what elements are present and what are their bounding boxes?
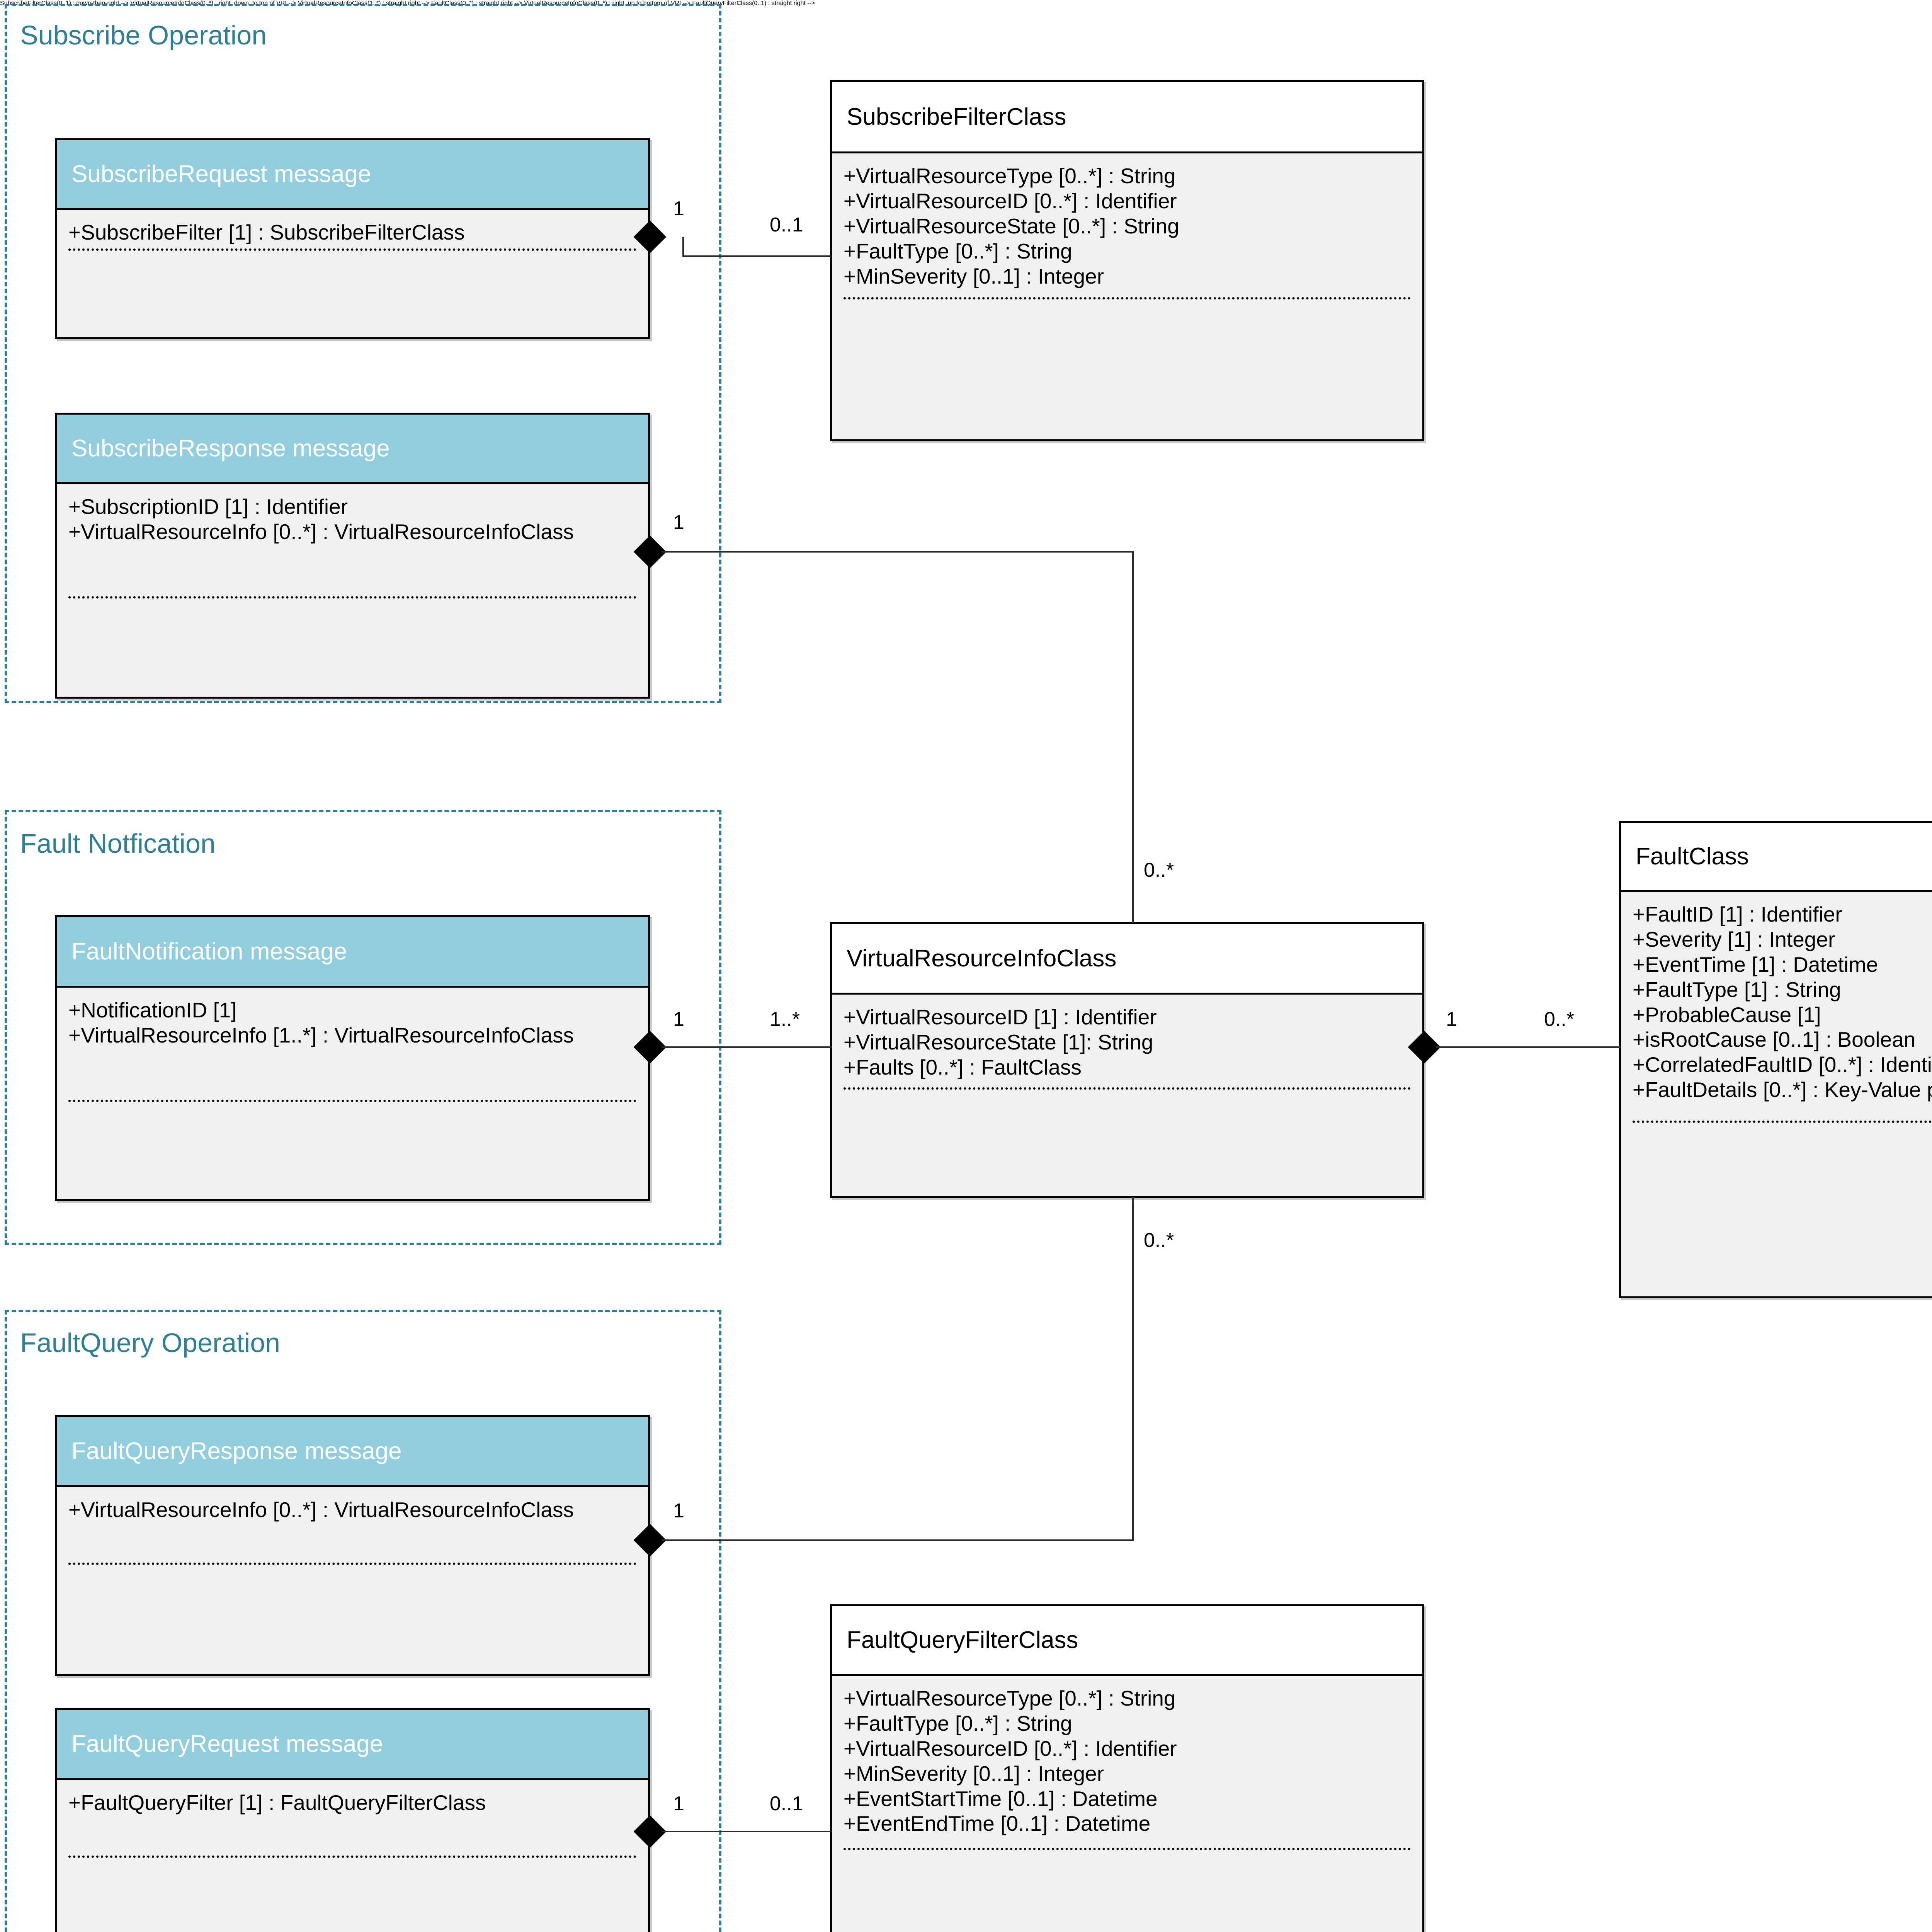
box-body-fault-class: +FaultID [1] : Identifier +Severity [1] …	[1621, 892, 1932, 1296]
attribute-row: +FaultType [1] : String	[1633, 977, 1841, 1002]
box-body-fault-notification-message: +NotificationID [1] +VirtualResourceInfo…	[57, 988, 648, 1199]
multiplicity-label-subscribe-request: 1	[673, 197, 684, 220]
connector-subscribe-response-vri-vertical	[1132, 551, 1134, 923]
attribute-row: +EventEndTime [0..1] : Datetime	[844, 1811, 1151, 1836]
box-subscribe-response[interactable]: SubscribeResponse message +SubscriptionI…	[55, 413, 650, 699]
region-fault-notification	[5, 810, 721, 1245]
compartment-separator	[68, 596, 636, 599]
attribute-row: +VirtualResourceID [1] : Identifier	[844, 1005, 1157, 1029]
multiplicity-label-fault-class: 0..*	[1544, 1008, 1575, 1031]
box-fault-class[interactable]: FaultClass +FaultID [1] : Identifier +Se…	[1619, 821, 1932, 1298]
box-title-subscribe-filter-class: SubscribeFilterClass	[832, 82, 1422, 153]
box-title-fault-class: FaultClass	[1621, 823, 1932, 892]
attribute-row: +isRootCause [0..1] : Boolean	[1633, 1027, 1916, 1052]
multiplicity-label-vri-to-fault: 1	[1446, 1008, 1457, 1031]
connector-subscribe-request-filter-vertical	[682, 237, 684, 256]
multiplicity-label-vri-from-fault-query: 0..*	[1144, 1229, 1174, 1252]
attribute-row: +FaultDetails [0..*] : Key-Value pairs	[1633, 1078, 1932, 1102]
box-body-subscribe-request: +SubscribeFilter [1] : SubscribeFilterCl…	[57, 210, 648, 337]
region-title-subscribe-operation: Subscribe Operation	[20, 20, 267, 50]
box-title-fault-query-request: FaultQueryRequest message	[57, 1710, 648, 1780]
box-body-subscribe-response: +SubscriptionID [1] : Identifier +Virtua…	[57, 484, 648, 697]
attribute-row: +EventStartTime [0..1] : Datetime	[844, 1786, 1158, 1811]
box-fault-notification-message[interactable]: FaultNotification message +NotificationI…	[55, 915, 650, 1201]
multiplicity-label-fault-query-request: 1	[673, 1793, 684, 1815]
connector-subscribe-response-vri-horizontal	[662, 551, 1134, 553]
region-fault-query-operation	[5, 1310, 721, 1932]
box-title-fault-notification-message: FaultNotification message	[57, 917, 648, 988]
multiplicity-label-subscribe-response: 1	[673, 511, 684, 534]
attribute-row: +VirtualResourceID [0..*] : Identifier	[844, 1736, 1177, 1760]
multiplicity-label-vri-from-subscribe-response: 0..*	[1144, 859, 1174, 881]
connector-vri-fault-class	[1436, 1046, 1621, 1048]
attribute-row: +MinSeverity [0..1] : Integer	[844, 264, 1104, 288]
attribute-row: +ProbableCause [1]	[1633, 1002, 1821, 1027]
box-body-fault-query-response: +VirtualResourceInfo [0..*] : VirtualRes…	[57, 1487, 648, 1674]
attribute-row: +MinSeverity [0..1] : Integer	[844, 1761, 1104, 1786]
box-subscribe-request[interactable]: SubscribeRequest message +SubscribeFilte…	[55, 138, 650, 339]
box-body-virtual-resource-info-class: +VirtualResourceID [1] : Identifier +Vir…	[832, 995, 1422, 1196]
multiplicity-label-fault-notification: 1	[673, 1008, 684, 1031]
connector-fault-notification-vri	[662, 1046, 832, 1048]
connector-fault-query-request-filter	[662, 1831, 832, 1832]
multiplicity-label-fault-query-filter: 0..1	[770, 1793, 803, 1815]
attribute-row: +FaultType [0..*] : String	[844, 239, 1072, 263]
compartment-separator	[68, 248, 636, 251]
multiplicity-label-fault-query-response: 1	[673, 1500, 684, 1522]
multiplicity-label-vri-from-notification: 1..*	[770, 1008, 800, 1031]
box-fault-query-response[interactable]: FaultQueryResponse message +VirtualResou…	[55, 1415, 650, 1676]
attribute-row: +VirtualResourceInfo [0..*] : VirtualRes…	[68, 519, 574, 544]
region-title-fault-query-operation: FaultQuery Operation	[20, 1328, 281, 1358]
attribute-row: +SubscribeFilter [1] : SubscribeFilterCl…	[68, 220, 465, 244]
attribute-row: +Severity [1] : Integer	[1633, 927, 1835, 951]
box-fault-query-request[interactable]: FaultQueryRequest message +FaultQueryFil…	[55, 1708, 650, 1932]
region-title-fault-notification: Fault Notfication	[20, 828, 216, 859]
connector-fault-query-response-vri-vertical	[1132, 1197, 1134, 1540]
attribute-row: +VirtualResourceInfo [0..*] : VirtualRes…	[68, 1498, 574, 1522]
compartment-separator	[68, 1563, 636, 1565]
attribute-row: +VirtualResourceID [0..*] : Identifier	[844, 189, 1177, 213]
box-body-subscribe-filter-class: +VirtualResourceType [0..*] : String +Vi…	[832, 153, 1422, 439]
box-title-subscribe-request: SubscribeRequest message	[57, 140, 648, 210]
attribute-row: +FaultType [0..*] : String	[844, 1711, 1072, 1735]
compartment-separator	[68, 1855, 636, 1858]
attribute-row: +VirtualResourceType [0..*] : String	[844, 164, 1176, 188]
attribute-row: +FaultID [1] : Identifier	[1633, 902, 1842, 926]
attribute-row: +SubscriptionID [1] : Identifier	[68, 495, 348, 519]
compartment-separator	[844, 297, 1411, 299]
box-title-fault-query-filter-class: FaultQueryFilterClass	[832, 1606, 1422, 1676]
attribute-row: +NotificationID [1]	[68, 998, 237, 1022]
box-subscribe-filter-class[interactable]: SubscribeFilterClass +VirtualResourceTyp…	[830, 80, 1424, 441]
compartment-separator	[1633, 1121, 1932, 1123]
box-virtual-resource-info-class[interactable]: VirtualResourceInfoClass +VirtualResourc…	[830, 922, 1424, 1198]
region-subscribe-operation	[5, 4, 721, 703]
attribute-row: +VirtualResourceState [0..*] : String	[844, 214, 1179, 238]
attribute-row: +VirtualResourceInfo [1..*] : VirtualRes…	[68, 1023, 574, 1047]
attribute-row: +EventTime [1] : Datetime	[1633, 952, 1878, 976]
multiplicity-label-subscribe-filter: 0..1	[770, 214, 803, 236]
attribute-row: +FaultQueryFilter [1] : FaultQueryFilter…	[68, 1791, 486, 1815]
attribute-row: +VirtualResourceType [0..*] : String	[844, 1686, 1176, 1710]
compartment-separator	[844, 1087, 1411, 1090]
attribute-row: +Faults [0..*] : FaultClass	[844, 1055, 1082, 1079]
compartment-separator	[844, 1848, 1411, 1850]
box-title-subscribe-response: SubscribeResponse message	[57, 415, 648, 484]
compartment-separator	[68, 1100, 636, 1102]
box-title-virtual-resource-info-class: VirtualResourceInfoClass	[832, 924, 1422, 995]
connector-subscribe-request-filter-horizontal	[682, 255, 831, 257]
attribute-row: +CorrelatedFaultID [0..*] : Identifier	[1633, 1053, 1932, 1077]
box-fault-query-filter-class[interactable]: FaultQueryFilterClass +VirtualResourceTy…	[830, 1604, 1424, 1932]
box-body-fault-query-request: +FaultQueryFilter [1] : FaultQueryFilter…	[57, 1780, 648, 1932]
attribute-row: +VirtualResourceState [1]: String	[844, 1030, 1153, 1054]
connector-fault-query-response-vri-horizontal	[662, 1539, 1134, 1541]
box-title-fault-query-response: FaultQueryResponse message	[57, 1417, 648, 1487]
box-body-fault-query-filter-class: +VirtualResourceType [0..*] : String +Fa…	[832, 1676, 1422, 1932]
